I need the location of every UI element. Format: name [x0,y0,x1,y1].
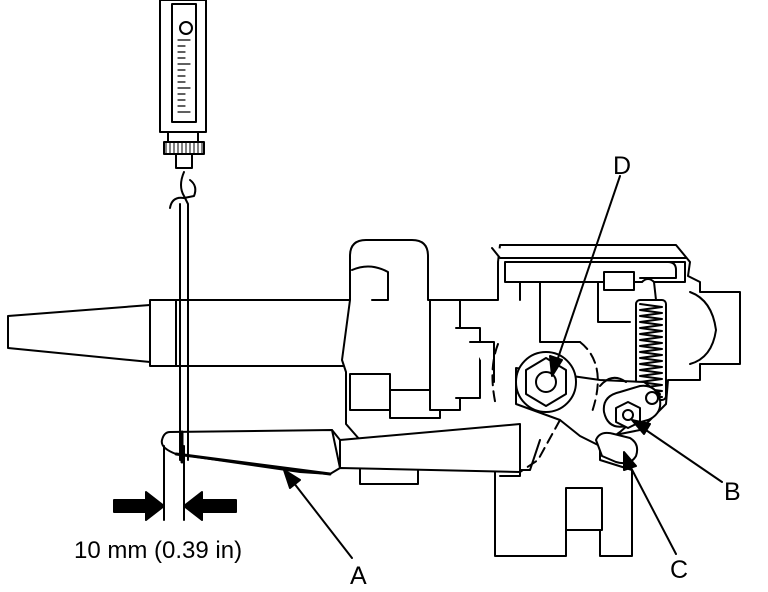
callout-c: C [670,556,688,584]
arrow-left-icon [183,491,237,521]
lever-a [160,423,521,476]
callout-a: A [350,562,367,590]
callout-b: B [724,478,741,506]
return-spring [635,278,667,401]
spring-scale [159,0,207,169]
hook-rod [169,171,197,464]
dimension-label: 10 mm (0.39 in) [74,537,242,564]
callout-d: D [613,152,631,180]
pivot-nut-d [515,351,577,413]
dimension-marker [113,445,237,521]
shaft [7,299,351,367]
leader-lines [283,175,723,559]
arrow-right-icon [113,491,165,521]
